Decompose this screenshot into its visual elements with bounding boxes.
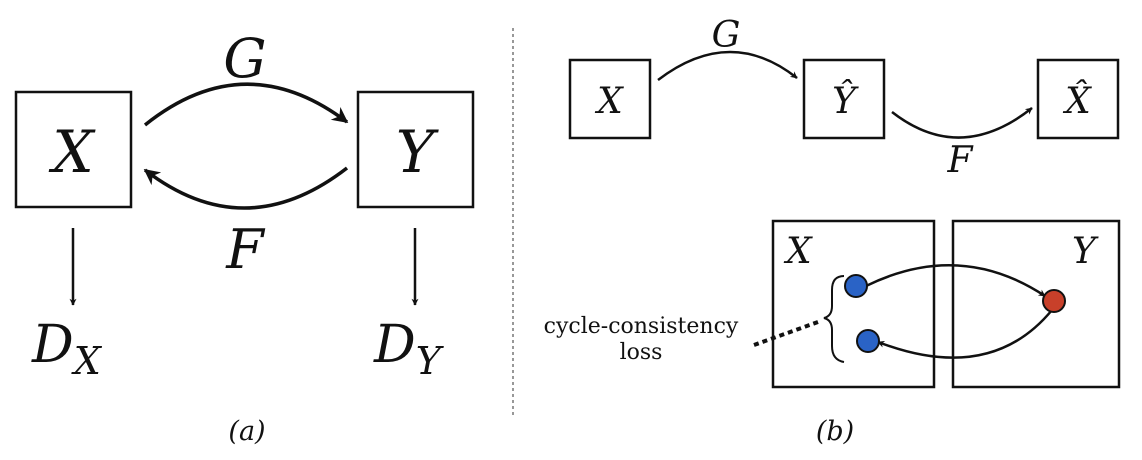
node-x-hat-label: X̂: [1062, 79, 1092, 122]
node-y-box: [356, 90, 475, 209]
dy-sub: Y: [416, 339, 445, 383]
arrow-g-label-b: G: [712, 15, 741, 56]
caption-b: (b): [816, 416, 854, 447]
domain-x-box: [771, 219, 936, 389]
domain-y-box: [951, 219, 1121, 389]
panel-a: X Y G F DX DY (a): [14, 27, 475, 447]
node-x-box: [14, 90, 133, 209]
domain-y-label: Y: [1072, 231, 1099, 272]
domain-x-label: X: [783, 231, 813, 272]
loss-brace: [823, 275, 845, 363]
arrow-g-b: [657, 50, 798, 81]
dx-sub: X: [71, 339, 103, 383]
dy-base: D: [373, 315, 416, 375]
loss-leader-line: [753, 320, 819, 347]
caption-a: (a): [228, 416, 265, 447]
point-x-original: [844, 274, 868, 298]
arrow-f-label-b: F: [947, 140, 975, 181]
arrow-g: [143, 82, 349, 127]
arrow-forward-mapping: [865, 264, 1046, 298]
panel-b: X Ŷ X̂ G F X Y cycle-consistency loss (b…: [544, 15, 1121, 447]
dx-base: D: [31, 315, 74, 375]
arrow-f-label: F: [225, 218, 266, 281]
node-x-label: X: [48, 118, 96, 186]
arrow-backward-mapping: [877, 309, 1053, 359]
node-y-hat-box: [802, 58, 886, 140]
arrow-f-b: [891, 107, 1033, 139]
node-x-box-b: [568, 58, 652, 140]
node-x-hat-box: [1036, 58, 1120, 140]
node-y-hat-label: Ŷ: [832, 80, 859, 122]
node-y-label: Y: [396, 118, 439, 186]
node-x-label-b: X: [594, 81, 624, 122]
loss-label-line1: cycle-consistency: [544, 314, 739, 339]
arrow-g-label: G: [223, 27, 266, 90]
loss-label-line2: loss: [620, 340, 663, 365]
discriminator-dx: DX: [31, 315, 103, 383]
point-x-reconstructed: [856, 329, 880, 353]
discriminator-dy: DY: [373, 315, 445, 383]
point-y-mapped: [1042, 289, 1066, 313]
arrow-f: [143, 166, 349, 210]
